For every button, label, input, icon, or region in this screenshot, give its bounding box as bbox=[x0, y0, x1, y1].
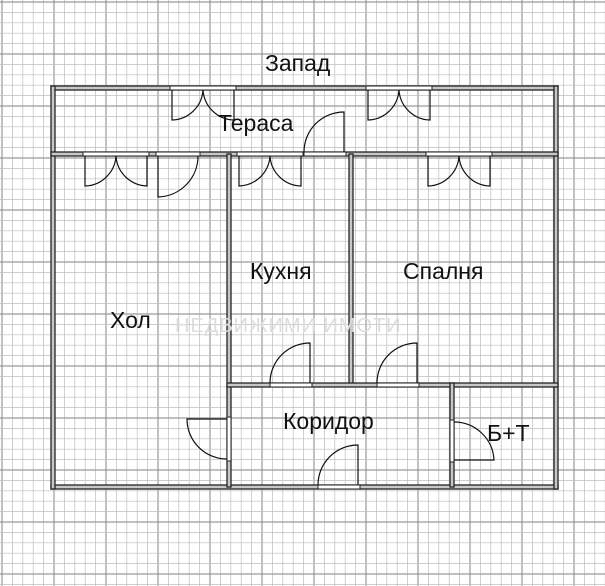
wall-right bbox=[553, 85, 559, 490]
orientation-label: Запад bbox=[265, 50, 331, 76]
doors bbox=[82, 85, 495, 490]
room-label-bedroom: Спалня bbox=[403, 258, 483, 284]
wall-left bbox=[50, 85, 56, 490]
watermark: НЕДВИЖИМИ ИМОТИ bbox=[175, 315, 402, 337]
wall-bottom bbox=[50, 484, 559, 490]
room-label-bathroom: Б+Т bbox=[487, 420, 530, 446]
room-label-hall: Хол bbox=[110, 307, 151, 333]
room-label-corridor: Коридор bbox=[283, 408, 374, 434]
wall-hall-kitchen bbox=[226, 153, 232, 488]
room-label-terrace: Тераса bbox=[218, 110, 294, 136]
wall-top bbox=[50, 85, 559, 91]
room-label-kitchen: Кухня bbox=[250, 258, 312, 284]
wall-kitchen-bedroom bbox=[348, 153, 354, 387]
